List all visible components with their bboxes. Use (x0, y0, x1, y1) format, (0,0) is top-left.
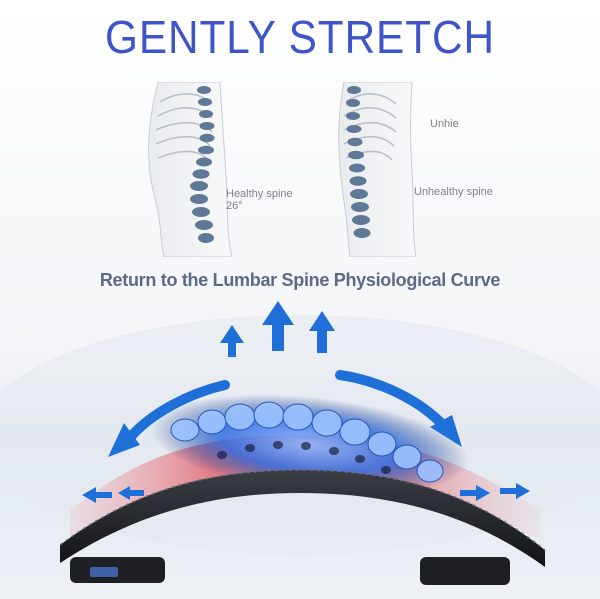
unhealthy-spine-label: Unhealthy spine (414, 186, 493, 198)
caption: Return to the Lumbar Spine Physiological… (99, 270, 501, 290)
left-arrow-icon (82, 486, 144, 503)
stretcher-device (60, 470, 545, 567)
stretcher-scene (0, 301, 600, 599)
unhealthy-spine-illustration (338, 82, 417, 257)
curved-arrow-icon (108, 380, 230, 457)
right-arrow-icon (460, 483, 530, 501)
spine-angle-label: 26° (226, 200, 243, 212)
up-arrow-icon (220, 301, 335, 357)
curved-arrow-icon (335, 370, 462, 447)
healthy-spine-illustration (148, 82, 233, 257)
vertebrae (170, 401, 444, 483)
device-base-right (420, 557, 510, 585)
healthy-spine-label: Healthy spine (226, 188, 293, 200)
unhealthy-top-label: Unhie (430, 118, 459, 130)
headline: GENTLY STRETCH (105, 11, 495, 63)
